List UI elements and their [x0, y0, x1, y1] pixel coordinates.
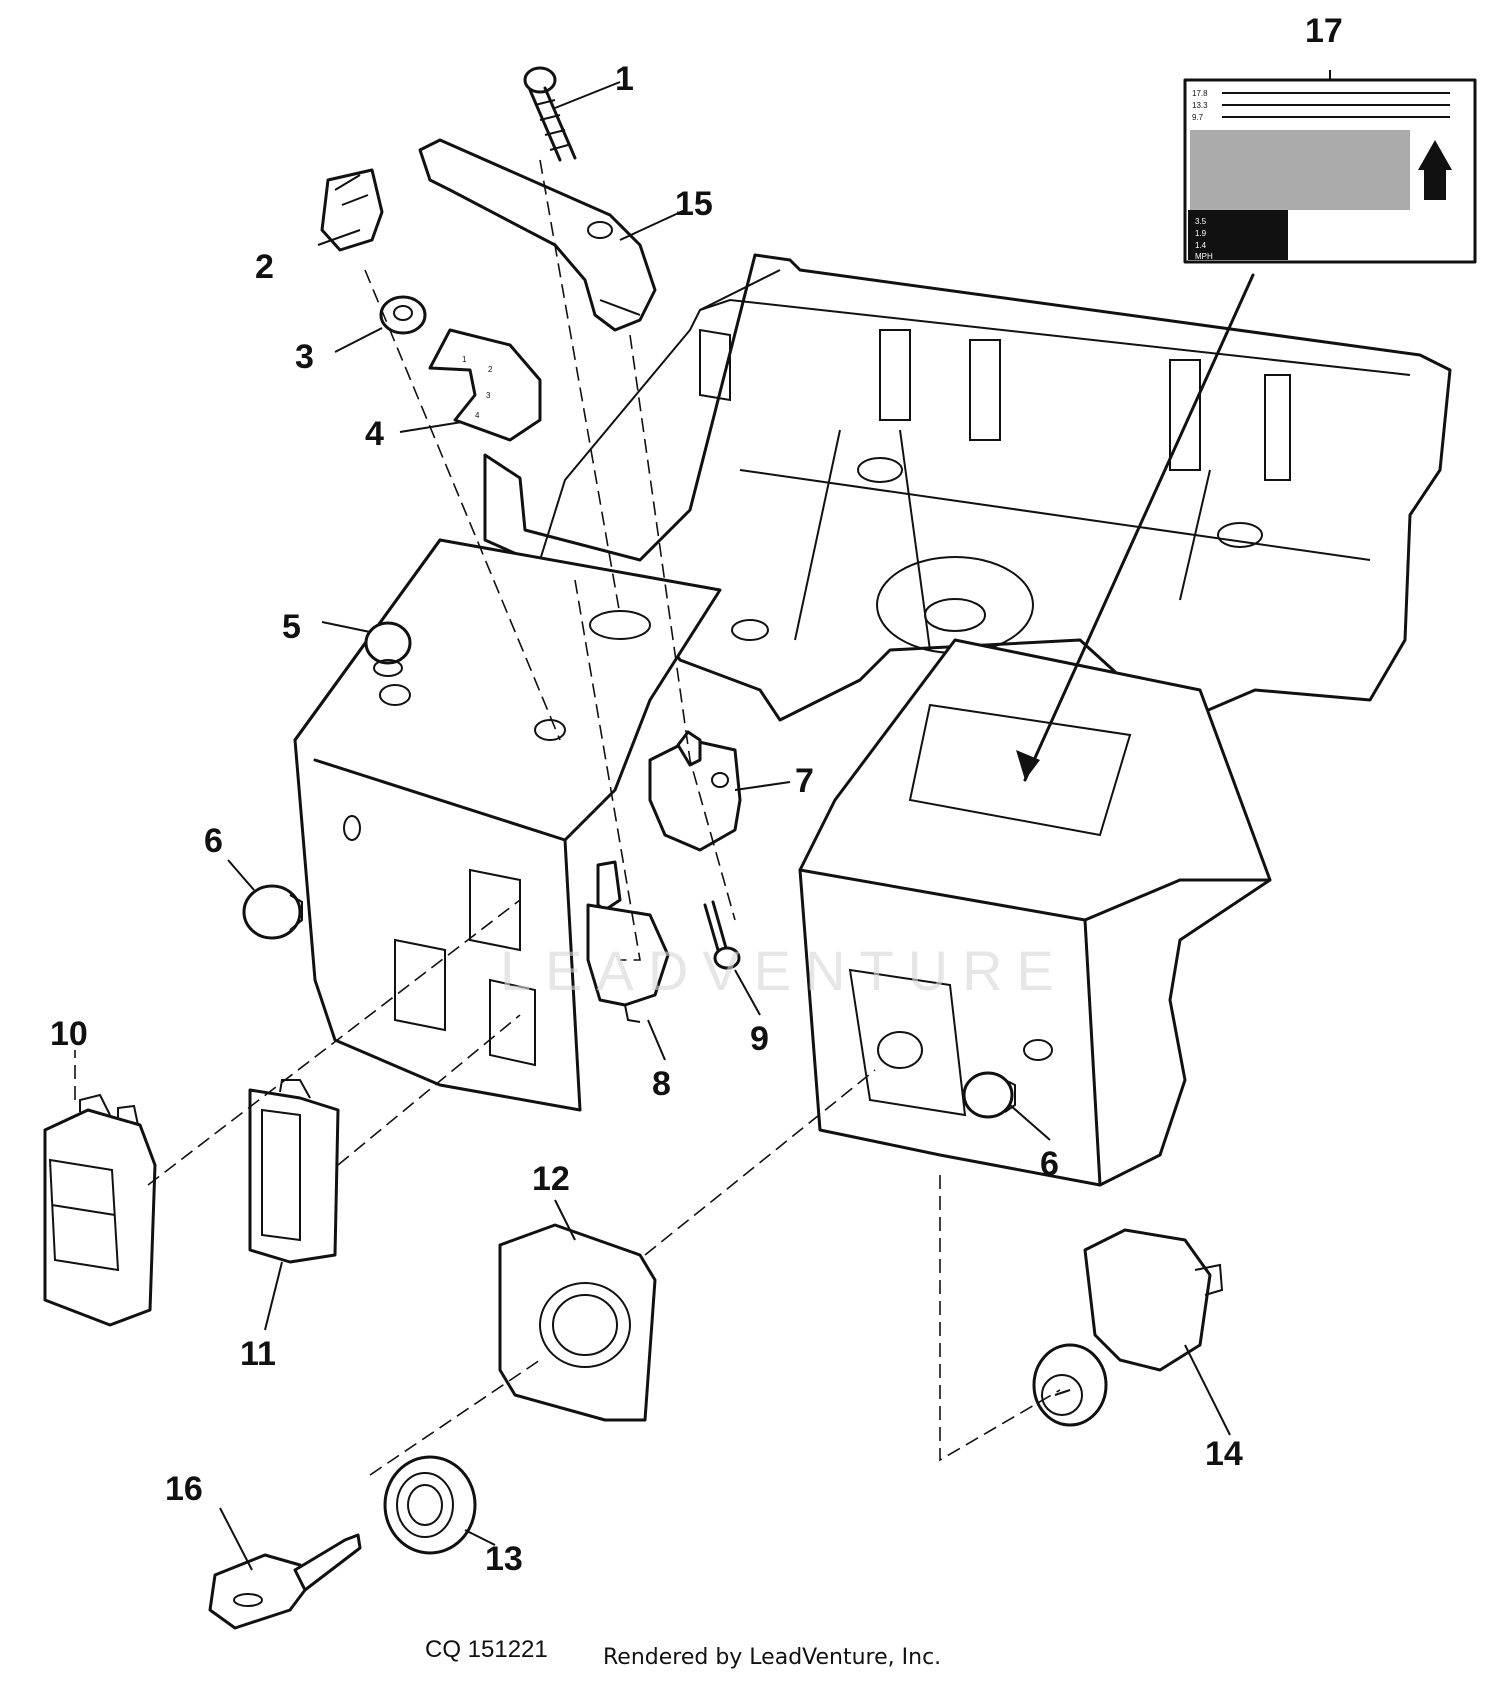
callout-1: 1: [615, 60, 634, 98]
part-4-mark-2: 2: [488, 365, 493, 374]
part-4-mark-4: 4: [475, 411, 480, 420]
console-tray: [483, 253, 1452, 722]
decal-row-2: 13.3: [1192, 101, 1208, 110]
callout-16: 16: [165, 1470, 203, 1508]
part-4-mark-3: 3: [486, 391, 491, 400]
decal-row-3: 9.7: [1192, 113, 1204, 122]
decal-unit: MPH: [1195, 252, 1213, 261]
part-6-plug-left: [242, 884, 303, 940]
part-13-nut: [383, 1455, 477, 1555]
callout-4: 4: [365, 415, 384, 453]
part-1-screw: [523, 66, 577, 162]
decal-gear-1: 3.5: [1195, 217, 1207, 226]
part-6-plug-right: [962, 1071, 1016, 1119]
leader-lines: [74, 70, 1331, 1571]
decal-gear-2: 1.9: [1195, 229, 1207, 238]
callout-7: 7: [795, 762, 814, 800]
right-ignition-housing: [798, 638, 1272, 1187]
part-4-mark-1: 1: [462, 355, 467, 364]
callout-3: 3: [295, 338, 314, 376]
part-7-switch: [648, 730, 742, 852]
part-16-key: [208, 1533, 362, 1630]
part-14-ignition: [1032, 1228, 1224, 1427]
callout-12: 12: [532, 1160, 570, 1198]
callout-15: 15: [675, 185, 713, 223]
callout-5: 5: [282, 608, 301, 646]
part-12-bezel: [498, 1223, 657, 1422]
part-15-lever: [418, 138, 657, 332]
watermark: LEADVENTURE: [500, 939, 1068, 1002]
callout-6-right: 6: [1040, 1145, 1059, 1183]
callout-10: 10: [50, 1015, 88, 1053]
part-3-nut: [379, 295, 427, 335]
callout-13: 13: [485, 1540, 523, 1578]
part-9-screw: [703, 900, 741, 970]
callout-6-left: 6: [204, 822, 223, 860]
part-2-knob: [320, 168, 384, 252]
decal-row-1: 17.8: [1192, 89, 1208, 98]
decal-gear-3: 1.4: [1195, 241, 1207, 250]
figure-code: CQ 151221: [425, 1636, 548, 1663]
part-10-rocker-switch: [43, 1093, 157, 1327]
callout-11: 11: [240, 1335, 276, 1373]
part-8-rotary-switch: [586, 860, 670, 1023]
figure-credit: Rendered by LeadVenture, Inc.: [603, 1645, 942, 1670]
callout-9: 9: [750, 1020, 769, 1058]
callout-2: 2: [255, 248, 274, 286]
part-5-plug: [364, 621, 412, 677]
callout-14: 14: [1205, 1435, 1243, 1473]
callout-17: 17: [1305, 12, 1343, 50]
callout-8: 8: [652, 1065, 671, 1103]
part-11-switch: [248, 1079, 340, 1264]
part-17-decal: 17.8 13.3 9.7 3.5 1.9 1.4 MPH: [1183, 78, 1477, 264]
part-4-plate: 1 2 3 4: [428, 328, 542, 442]
